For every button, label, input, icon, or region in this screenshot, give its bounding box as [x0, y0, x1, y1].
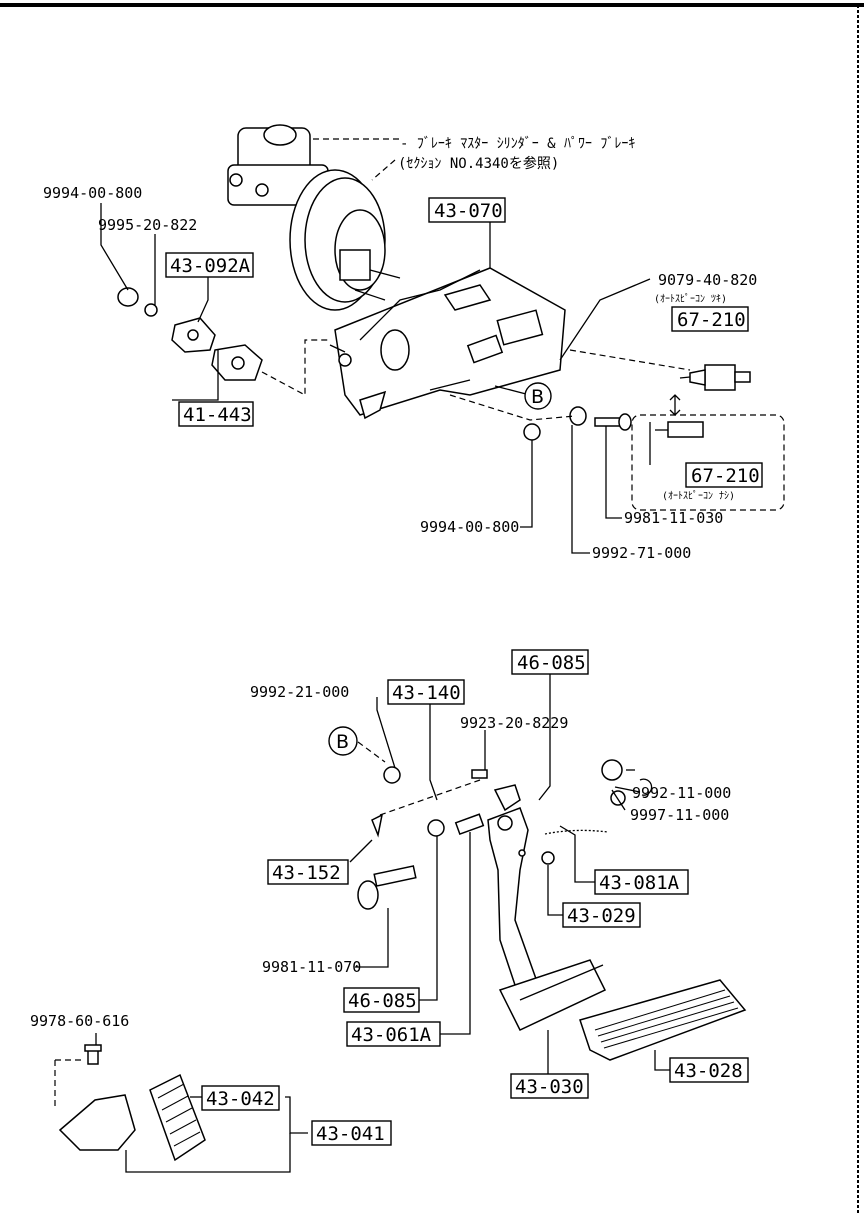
bracket-43-041-drawing [58, 1044, 206, 1162]
callout-b-upper-circle [524, 382, 552, 410]
box-43-041 [311, 1120, 392, 1146]
pedal-arm-drawing [487, 807, 607, 1031]
label-46-085-top: 46-085 [517, 652, 586, 674]
box-43-030 [510, 1073, 589, 1099]
callout-b-lower-circle [328, 726, 358, 756]
upper-part-boxes [165, 197, 763, 488]
note-auto-cruise-without: (ｵｰﾄｽﾋﾟｰｺﾝ ﾅｼ) [662, 490, 735, 502]
label-9994-00-800-bottom: 9994-00-800 [420, 518, 519, 536]
box-67-210-a [671, 306, 749, 332]
upper-leader-lines [100, 138, 785, 554]
label-9994-00-800-top: 9994-00-800 [43, 184, 142, 202]
box-43-152 [267, 859, 349, 885]
box-43-081A [594, 869, 689, 895]
label-43-041: 43-041 [316, 1123, 385, 1145]
upper-bottom-hardware [523, 406, 632, 441]
pedal-bracket-drawing [329, 267, 566, 420]
label-9981-11-070: 9981-11-070 [262, 958, 361, 976]
label-67-210-a: 67-210 [677, 309, 746, 331]
box-46-085-bottom [343, 987, 420, 1013]
stop-switch-drawing [655, 364, 751, 438]
box-43-070 [428, 197, 506, 223]
label-43-152: 43-152 [272, 862, 341, 884]
label-43-140: 43-140 [392, 682, 461, 704]
label-9992-71-000: 9992-71-000 [592, 544, 691, 562]
brake-booster-drawing [289, 169, 401, 311]
lower-hardware-drawing [357, 759, 653, 910]
box-43-028 [669, 1057, 749, 1083]
label-43-081A: 43-081A [599, 872, 680, 894]
label-43-030: 43-030 [515, 1076, 584, 1098]
label-9981-11-030: 9981-11-030 [624, 509, 723, 527]
callout-b-lower: B [336, 731, 349, 753]
label-43-042: 43-042 [206, 1088, 275, 1110]
label-9997-11-000: 9997-11-000 [630, 806, 729, 824]
upper-left-hardware [117, 287, 263, 381]
master-cylinder-drawing [227, 124, 329, 206]
box-41-443 [178, 401, 254, 427]
label-41-443: 41-443 [183, 404, 252, 426]
label-43-061A: 43-061A [351, 1024, 432, 1046]
box-46-085-top [511, 649, 589, 675]
label-9992-11-000: 9992-11-000 [632, 784, 731, 802]
box-43-042 [201, 1085, 280, 1111]
callout-b-upper: B [531, 386, 544, 408]
brake-master-cylinder-note: - ﾌﾞﾚｰｷ ﾏｽﾀｰ ｼﾘﾝﾀﾞｰ & ﾊﾟﾜｰ ﾌﾞﾚｰｷ [400, 136, 635, 152]
pedal-pad-drawing [579, 979, 747, 1061]
label-9978-60-616: 9978-60-616 [30, 1012, 129, 1030]
label-67-210-b: 67-210 [691, 465, 760, 487]
lower-leader-lines [54, 672, 670, 1173]
label-9995-20-822: 9995-20-822 [98, 216, 197, 234]
label-9079-40-820: 9079-40-820 [658, 271, 757, 289]
section-reference-note: (ｾｸｼｮﾝ NO.4340を参照) [398, 155, 559, 172]
lower-part-boxes [201, 649, 749, 1146]
box-43-029 [562, 902, 641, 928]
note-auto-cruise-with: (ｵｰﾄｽﾋﾟｰｺﾝ ﾂｷ) [654, 293, 727, 305]
label-43-029: 43-029 [567, 905, 636, 927]
box-43-061A [346, 1021, 441, 1047]
label-43-092A: 43-092A [170, 255, 251, 277]
box-43-140 [387, 679, 465, 705]
box-43-092A [165, 252, 254, 278]
box-67-210-b [685, 462, 763, 488]
label-43-028: 43-028 [674, 1060, 743, 1082]
label-9992-21-000: 9992-21-000 [250, 683, 349, 701]
label-9923-20-8229: 9923-20-8229 [460, 714, 568, 732]
label-43-070: 43-070 [434, 200, 503, 222]
label-46-085-bottom: 46-085 [348, 990, 417, 1012]
